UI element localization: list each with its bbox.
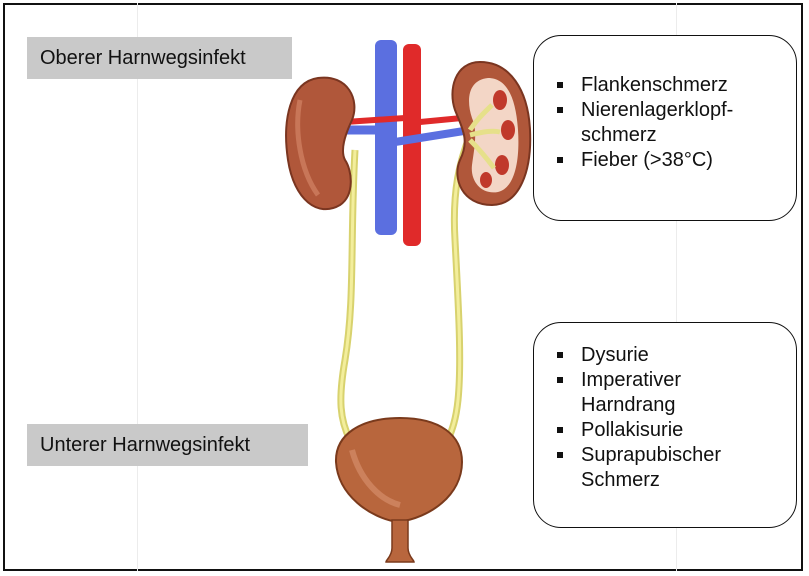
symptom-item: Flankenschmerz — [553, 73, 786, 98]
left-renal-artery — [345, 118, 405, 122]
symptom-item: Harndrang — [553, 393, 786, 418]
symptom-item: Fieber (>38°C) — [553, 148, 786, 173]
symptom-item: Nierenlagerklopf- — [553, 98, 786, 123]
symptom-item: schmerz — [553, 123, 786, 148]
aorta — [403, 44, 421, 246]
symptom-item: Schmerz — [553, 468, 786, 493]
urethra — [386, 520, 414, 562]
symptom-item: Pollakisurie — [553, 418, 786, 443]
symptom-item: Dysurie — [553, 343, 786, 368]
vena-cava — [375, 40, 397, 235]
symptom-item: Suprapubischer — [553, 443, 786, 468]
left-kidney — [286, 78, 354, 210]
upper-uti-label: Oberer Harnwegsinfekt — [27, 37, 292, 79]
lower-uti-label: Unterer Harnwegsinfekt — [27, 424, 308, 466]
symptom-item: Imperativer — [553, 368, 786, 393]
right-renal-artery — [420, 118, 462, 122]
